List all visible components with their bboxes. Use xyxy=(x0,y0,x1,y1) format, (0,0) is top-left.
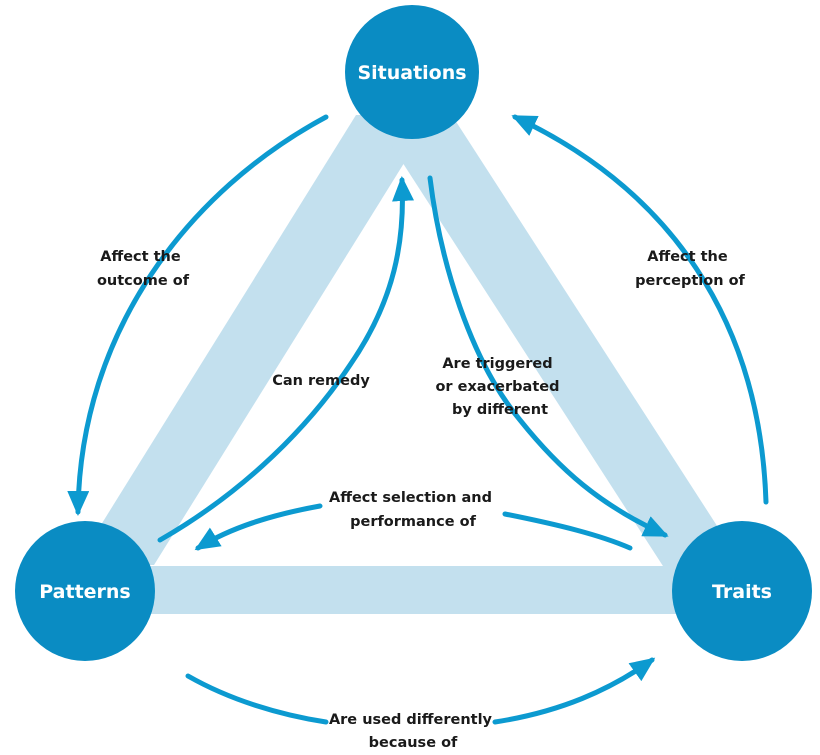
band-patterns-traits xyxy=(84,566,744,614)
node-traits: Traits xyxy=(672,521,812,661)
arrow-patterns-to-situations-inner xyxy=(157,176,415,543)
node-traits-circle xyxy=(672,521,812,661)
label-affect-perception: Affect the perception of xyxy=(635,249,745,289)
arrow-patterns-to-traits-bottom-left xyxy=(185,673,329,725)
arrow-traits-to-situations-outer xyxy=(511,114,769,505)
arrow-selection-to-patterns xyxy=(194,503,323,551)
arrow-selection-tail-right xyxy=(502,511,633,551)
node-patterns: Patterns xyxy=(15,521,155,661)
node-situations-circle xyxy=(345,5,479,139)
node-situations: Situations xyxy=(345,5,479,139)
arrow-patterns-to-traits-bottom-right xyxy=(492,657,656,725)
label-can-remedy: Can remedy xyxy=(272,373,370,389)
band-situations-traits xyxy=(375,120,752,580)
label-are-triggered: Are triggered or exacerbated by differen… xyxy=(435,356,564,418)
node-patterns-circle xyxy=(15,521,155,661)
node-patterns-label: Patterns xyxy=(39,581,131,603)
node-situations-label: Situations xyxy=(357,62,466,84)
band-situations-patterns xyxy=(76,115,434,565)
arrow-situations-to-patterns-outer xyxy=(67,114,329,516)
label-affect-selection: Affect selection and performance of xyxy=(329,490,497,530)
label-affect-outcome: Affect the outcome of xyxy=(97,249,190,289)
node-traits-label: Traits xyxy=(712,581,772,603)
arrow-situations-to-traits-inner xyxy=(427,175,669,538)
label-used-differently: Are used differently because of xyxy=(329,712,497,751)
